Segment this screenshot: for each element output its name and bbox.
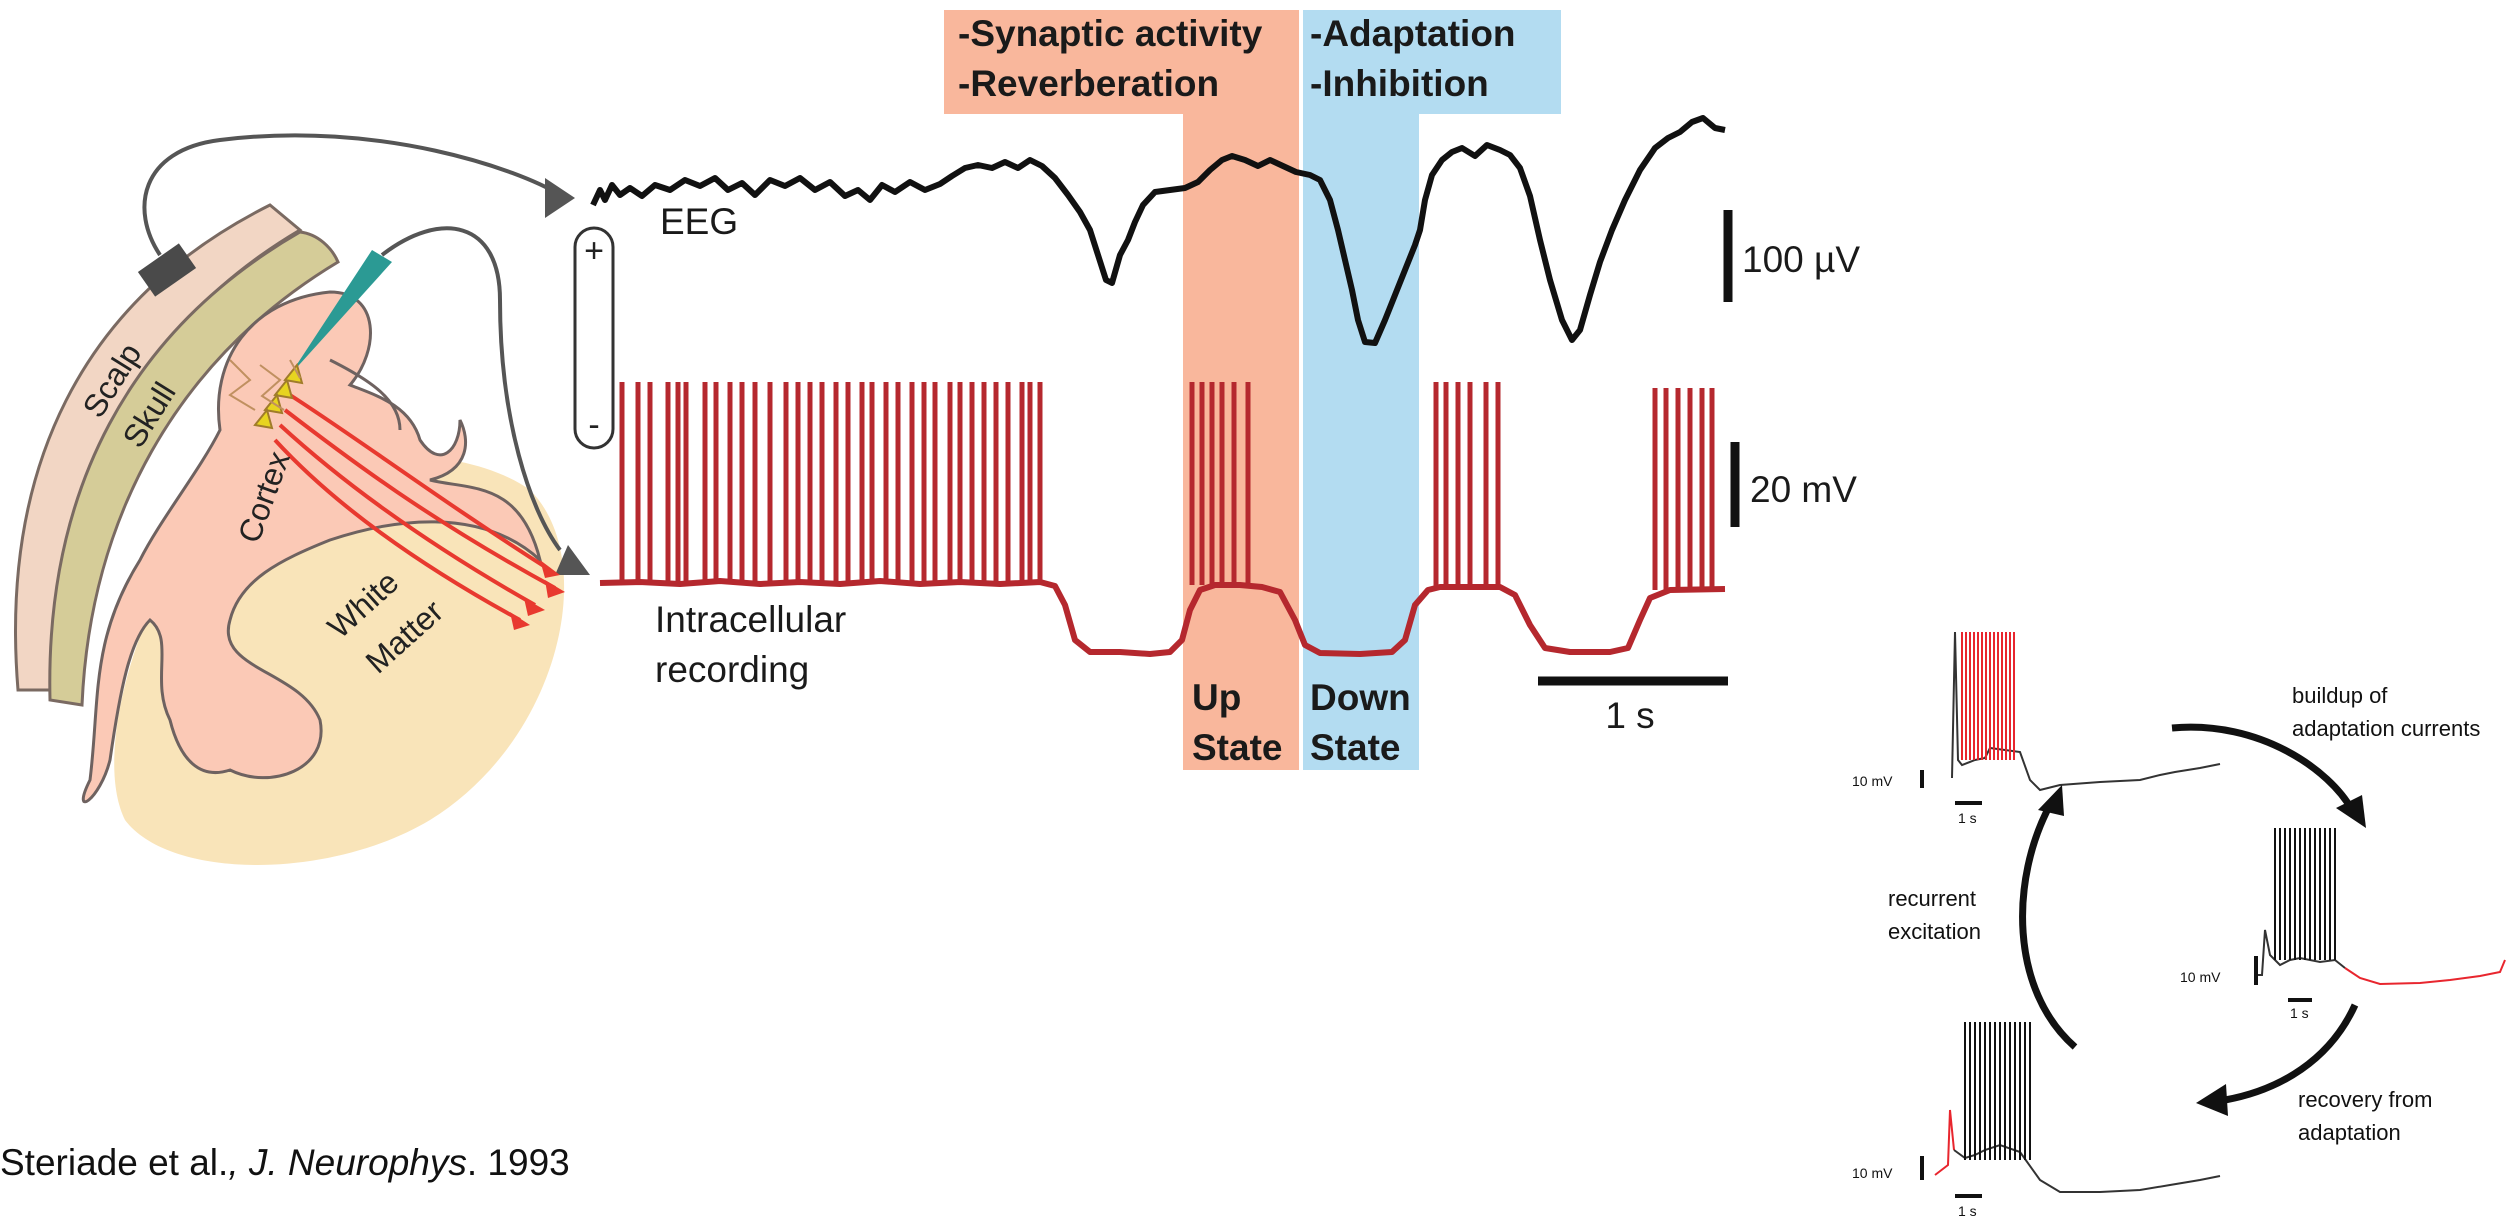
cortex-layer (81, 290, 543, 804)
citation: Steriade et al., J. Neurophys. 1993 (0, 1142, 570, 1184)
dendrites (228, 359, 301, 411)
cycle-recovery-line1: recovery from (2298, 1087, 2432, 1112)
eeg-wire (142, 133, 562, 257)
microelectrode (290, 250, 392, 375)
down-box-line2: -Inhibition (1310, 63, 1489, 104)
up-state-label-line2: State (1192, 727, 1282, 768)
cycle-inset: 10 mV 1 s 10 mV 1 s 10 mV 1 s (1852, 631, 2506, 1219)
citation-year: . 1993 (466, 1142, 570, 1183)
down-state-header-box (1303, 10, 1561, 114)
brain-anatomy: Scalp Skull Cortex White Matter (14, 133, 590, 865)
down-state-label-line1: Down (1310, 677, 1411, 718)
up-state-header-box (944, 10, 1299, 114)
citation-authors: Steriade et al. (0, 1142, 229, 1183)
cycle-right-mv-label: 10 mV (2180, 969, 2221, 985)
up-box-line2: -Reverberation (958, 63, 1219, 104)
cycle-panel-top (1920, 631, 2221, 805)
cycle-top-s-label: 1 s (1958, 810, 1977, 826)
eeg-label: EEG (660, 201, 738, 242)
cycle-top-mv-label: 10 mV (1852, 773, 1893, 789)
intracellular-spikes (619, 382, 1715, 590)
scalp-electrode (137, 243, 197, 297)
arrowhead-left-icon (2038, 785, 2064, 816)
state-highlights (944, 10, 1561, 770)
arrow-bottom (2224, 1003, 2359, 1104)
cycle-bottom-s-label: 1 s (1958, 1203, 1977, 1219)
cycle-recovery-line2: adaptation (2298, 1120, 2401, 1145)
intracellular-label-line1: Intracellular (655, 599, 846, 640)
axon-arrowheads (510, 560, 565, 630)
skull-layer (48, 230, 340, 707)
plus-sign: + (584, 232, 604, 270)
down-state-band (1303, 114, 1419, 770)
cycle-panel-bottom (1920, 1022, 2221, 1198)
cycle-buildup-line2: adaptation currents (2292, 716, 2480, 741)
eeg-scale-label: 100 µV (1742, 239, 1860, 280)
cycle-bottom-mv-label: 10 mV (1852, 1165, 1893, 1181)
arrowhead-top-right-icon (2336, 795, 2366, 828)
intracellular-label-line2: recording (655, 649, 809, 690)
cycle-recurrent-line2: excitation (1888, 919, 1981, 944)
arrow-top-right (2171, 723, 2356, 812)
eeg-wire-arrow-icon (545, 178, 575, 218)
intracellular-scale-label: 20 mV (1750, 469, 1857, 510)
cycle-panel-right (2254, 828, 2506, 1002)
minus-sign: - (588, 406, 599, 444)
cycle-bottom-spikes (1964, 1022, 2031, 1160)
cycle-top-spikes (1961, 632, 2015, 760)
down-box-line1: -Adaptation (1310, 13, 1516, 54)
cycle-recurrent-line1: recurrent (1888, 886, 1976, 911)
sulcus-fold (329, 358, 402, 431)
cycle-buildup-line1: buildup of (2292, 683, 2388, 708)
arrow-left (2019, 803, 2078, 1050)
cycle-right-s-label: 1 s (2290, 1005, 2309, 1021)
polarity-indicator: + - (573, 226, 615, 450)
citation-journal: , J. Neurophys (228, 1142, 467, 1183)
intracellular-wire-arrow-icon (555, 545, 590, 575)
cycle-arrows (2019, 723, 2359, 1104)
eeg-trace (590, 115, 1726, 346)
arrowhead-bottom-icon (2196, 1084, 2228, 1116)
time-scale-label: 1 s (1605, 695, 1654, 736)
down-state-label-line2: State (1310, 727, 1400, 768)
intracellular-wire (380, 226, 562, 552)
up-state-label-line1: Up (1192, 677, 1241, 718)
axon-projections (273, 393, 556, 622)
up-box-line1: -Synaptic activity (958, 13, 1263, 54)
cycle-right-spikes (2274, 828, 2336, 960)
